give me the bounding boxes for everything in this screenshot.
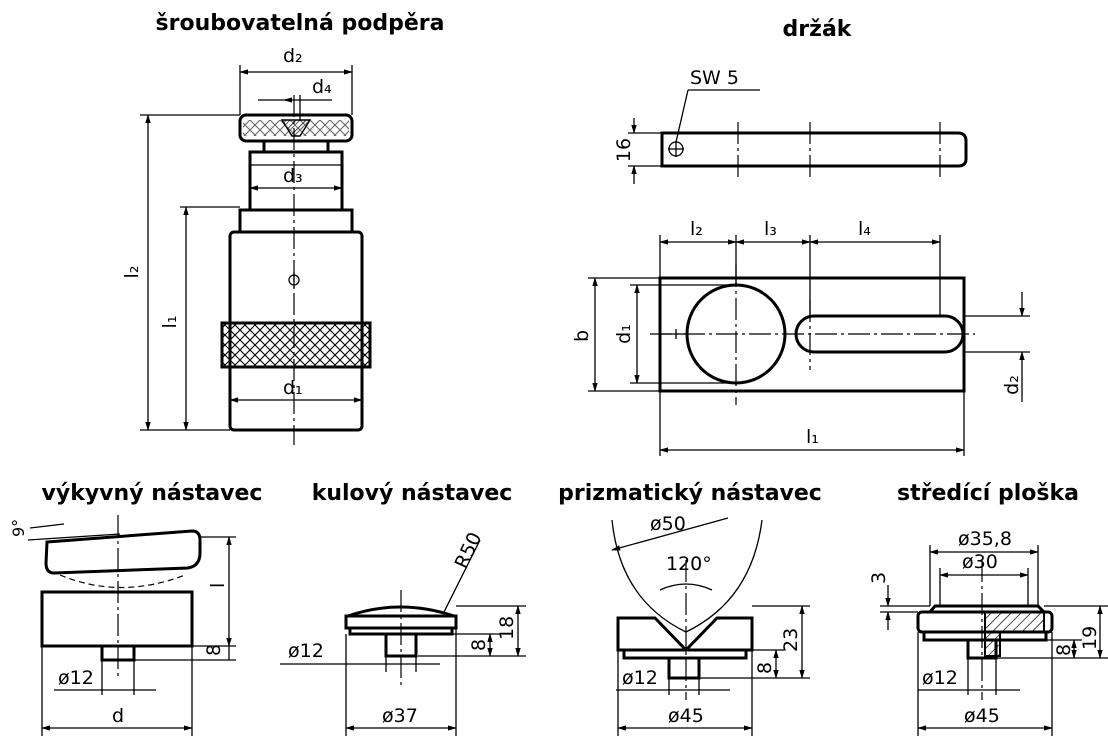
label-9deg: 9° [9, 519, 28, 537]
label-3: 3 [868, 572, 890, 584]
label-dia50: ø50 [650, 513, 686, 535]
label-l3-holder: l₃ [764, 218, 777, 240]
label-dia45-prism: ø45 [668, 705, 704, 727]
label-d1-holder: d₁ [613, 324, 635, 344]
label-8-ball: 8 [468, 639, 490, 651]
label-19: 19 [1079, 626, 1101, 650]
label-18: 18 [496, 616, 518, 640]
title-screw-support: šroubovatelná podpěra [156, 11, 445, 36]
label-d2-holder: d₂ [1001, 375, 1023, 395]
label-d3: d₃ [283, 165, 303, 187]
label-8-centering: 8 [1053, 644, 1075, 656]
label-16: 16 [613, 138, 635, 162]
title-centering: středící ploška [897, 481, 1079, 506]
label-d4: d₄ [312, 76, 332, 98]
label-d2: d₂ [283, 45, 303, 67]
label-l2-holder: l₂ [690, 218, 703, 240]
label-l: l [207, 583, 229, 588]
label-23: 23 [780, 628, 802, 652]
label-dia45-centering: ø45 [964, 705, 1000, 727]
label-dia35-8: ø35,8 [958, 528, 1012, 550]
label-dia12-centering: ø12 [922, 667, 958, 689]
title-holder: držák [783, 17, 853, 42]
label-r50: R50 [451, 529, 487, 572]
holder-view: SW 5 16 l₂ l₃ l₄ b d₁ [571, 67, 1030, 456]
label-120deg: 120° [666, 553, 712, 575]
label-dia12-swivel: ø12 [58, 667, 94, 689]
label-d-swivel: d [112, 705, 124, 727]
title-swivel: výkyvný nástavec [42, 481, 263, 506]
ball-view: R50 18 8 ø12 ø37 [280, 529, 526, 736]
label-l1-holder: l₁ [806, 426, 819, 448]
label-dia12-ball: ø12 [288, 640, 324, 662]
label-l4-holder: l₄ [858, 218, 871, 240]
label-d1: d₁ [283, 377, 303, 399]
label-sw5: SW 5 [690, 67, 739, 89]
label-8-prism: 8 [754, 662, 776, 674]
screw-support-view: d₂ d₄ d₃ d₁ l₂ l₁ [121, 45, 372, 445]
label-l1: l₁ [159, 316, 181, 329]
label-8-swivel: 8 [203, 644, 225, 656]
title-prism: prizmatický nástavec [558, 481, 822, 506]
centering-view: ø35,8 ø30 3 19 8 ø12 ø45 [868, 528, 1108, 736]
label-l2: l₂ [121, 266, 143, 279]
title-ball: kulový nástavec [312, 481, 513, 506]
label-b: b [571, 330, 593, 342]
label-dia30: ø30 [962, 551, 998, 573]
label-dia12-prism: ø12 [622, 667, 658, 689]
prism-view: ø50 120° 23 8 ø12 ø45 [611, 513, 810, 736]
label-dia37: ø37 [382, 705, 418, 727]
swivel-view: 9° l 8 ø12 d [9, 515, 236, 736]
